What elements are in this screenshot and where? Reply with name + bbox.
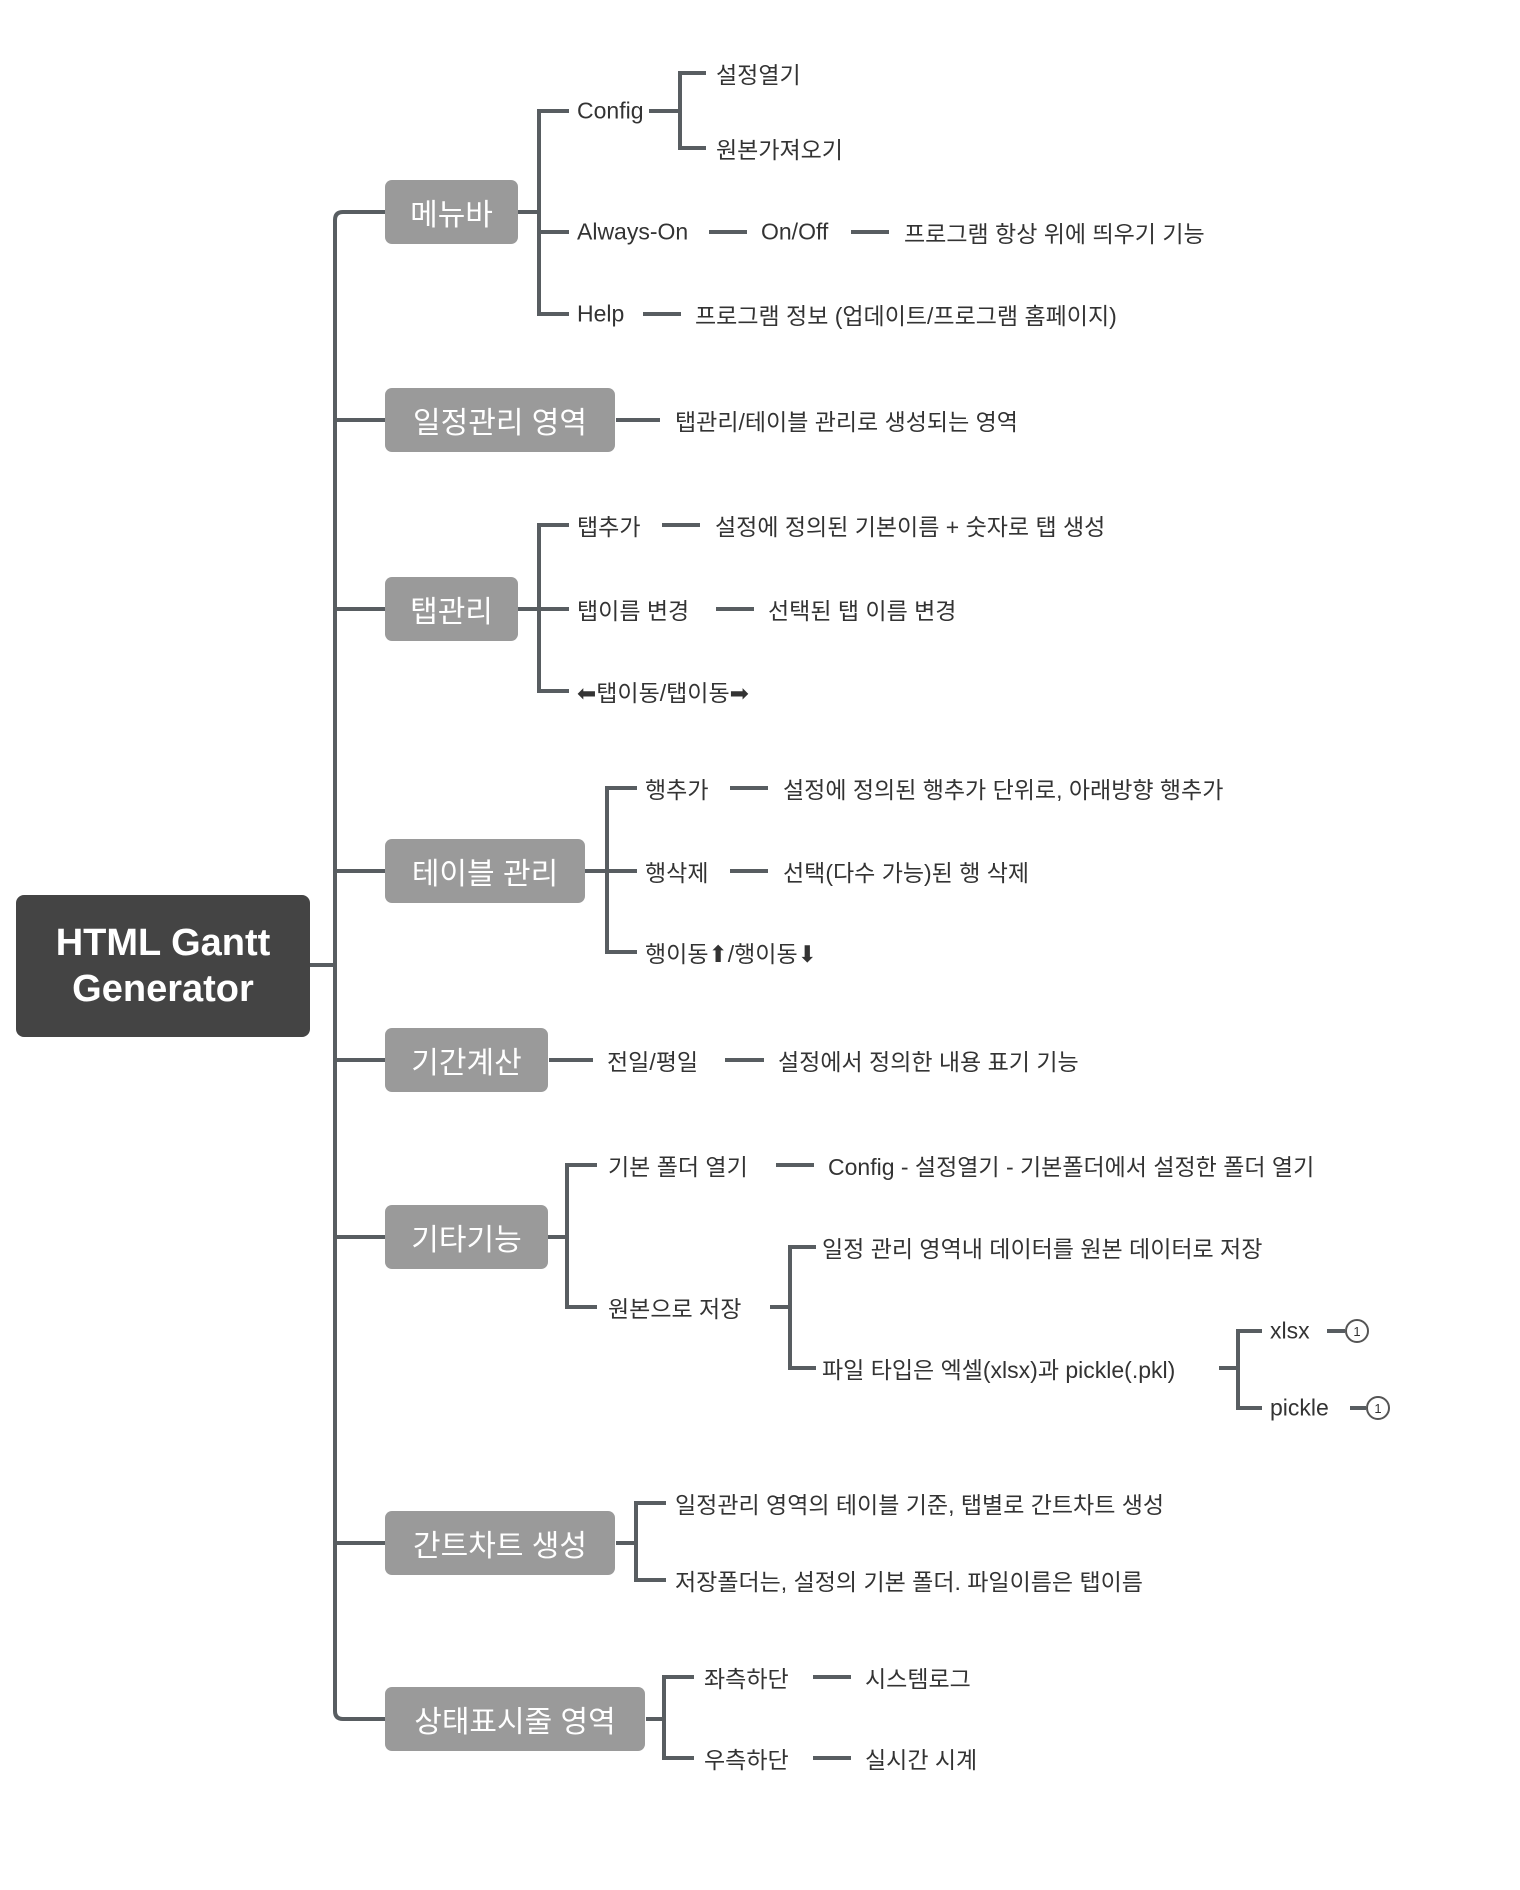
table-connectors	[585, 786, 768, 954]
node-always-on: Always-On	[577, 218, 689, 245]
branch-gantt: 간트차트 생성	[385, 1511, 615, 1575]
node-bottom-right: 우측하단	[704, 1747, 789, 1773]
node-tab-move: ⬅탭이동/탭이동➡	[577, 680, 749, 706]
node-save-original: 원본으로 저장	[608, 1296, 742, 1322]
node-on-off: On/Off	[761, 218, 829, 245]
number-badge-icon: 1	[1345, 1319, 1369, 1343]
node-load-original: 원본가져오기	[716, 137, 843, 163]
node-period-desc: 설정에서 정의한 내용 표기 기능	[778, 1049, 1079, 1075]
node-tab-rename: 탭이름 변경	[577, 598, 690, 624]
branch-table: 테이블 관리	[385, 839, 585, 903]
menubar-connectors	[518, 71, 889, 316]
node-open-settings: 설정열기	[716, 62, 801, 88]
branch-menubar: 메뉴바	[385, 180, 518, 244]
node-gantt-desc2: 저장폴더는, 설정의 기본 폴더. 파일이름은 탭이름	[675, 1569, 1143, 1595]
root-title-line2: Generator	[72, 968, 254, 1010]
root-title-line1: HTML Gantt	[55, 922, 271, 964]
node-open-folder-desc: Config - 설정열기 - 기본폴더에서 설정한 폴더 열기	[828, 1154, 1315, 1180]
branch-period: 기간계산	[385, 1028, 548, 1092]
node-help-desc: 프로그램 정보 (업데이트/프로그램 홈페이지)	[695, 303, 1117, 329]
etc-connectors	[548, 1163, 1366, 1410]
node-tab-add: 탭추가	[577, 514, 641, 540]
node-row-delete: 행삭제	[645, 860, 709, 886]
node-gantt-desc1: 일정관리 영역의 테이블 기준, 탭별로 간트차트 생성	[675, 1492, 1165, 1518]
branch-etc: 기타기능	[385, 1205, 548, 1269]
node-bottom-left-desc: 시스템로그	[865, 1666, 971, 1692]
node-config: Config	[577, 97, 644, 124]
branch-schedule: 일정관리 영역	[385, 388, 615, 452]
node-type-xlsx: xlsx	[1270, 1317, 1310, 1344]
node-tab-add-desc: 설정에 정의된 기본이름 + 숫자로 탭 생성	[715, 514, 1106, 540]
node-type-pickle: pickle	[1270, 1394, 1329, 1421]
node-row-add: 행추가	[645, 777, 709, 803]
node-schedule-desc: 탭관리/테이블 관리로 생성되는 영역	[675, 409, 1018, 435]
branch-statusbar: 상태표시줄 영역	[385, 1687, 645, 1751]
node-row-move: 행이동⬆/행이동⬇	[645, 941, 817, 967]
node-open-folder: 기본 폴더 열기	[608, 1154, 748, 1180]
statusbar-connectors	[646, 1675, 851, 1760]
node-row-add-desc: 설정에 정의된 행추가 단위로, 아래방향 행추가	[783, 777, 1224, 803]
node-bottom-right-desc: 실시간 시계	[865, 1747, 978, 1773]
node-tab-rename-desc: 선택된 탭 이름 변경	[768, 598, 957, 624]
tabs-connectors	[518, 523, 754, 693]
gantt-connectors	[616, 1501, 666, 1582]
node-always-on-desc: 프로그램 항상 위에 띄우기 기능	[904, 221, 1205, 247]
main-spine	[310, 210, 385, 1721]
node-period-mid: 전일/평일	[607, 1049, 699, 1075]
node-save-desc2: 파일 타입은 엑셀(xlsx)과 pickle(.pkl)	[822, 1357, 1176, 1383]
node-save-desc1: 일정 관리 영역내 데이터를 원본 데이터로 저장	[822, 1236, 1263, 1262]
node-row-delete-desc: 선택(다수 가능)된 행 삭제	[783, 860, 1030, 886]
node-help: Help	[577, 300, 625, 327]
number-badge-icon: 1	[1366, 1396, 1390, 1420]
node-bottom-left: 좌측하단	[704, 1666, 789, 1692]
branch-tabs: 탭관리	[385, 577, 518, 641]
